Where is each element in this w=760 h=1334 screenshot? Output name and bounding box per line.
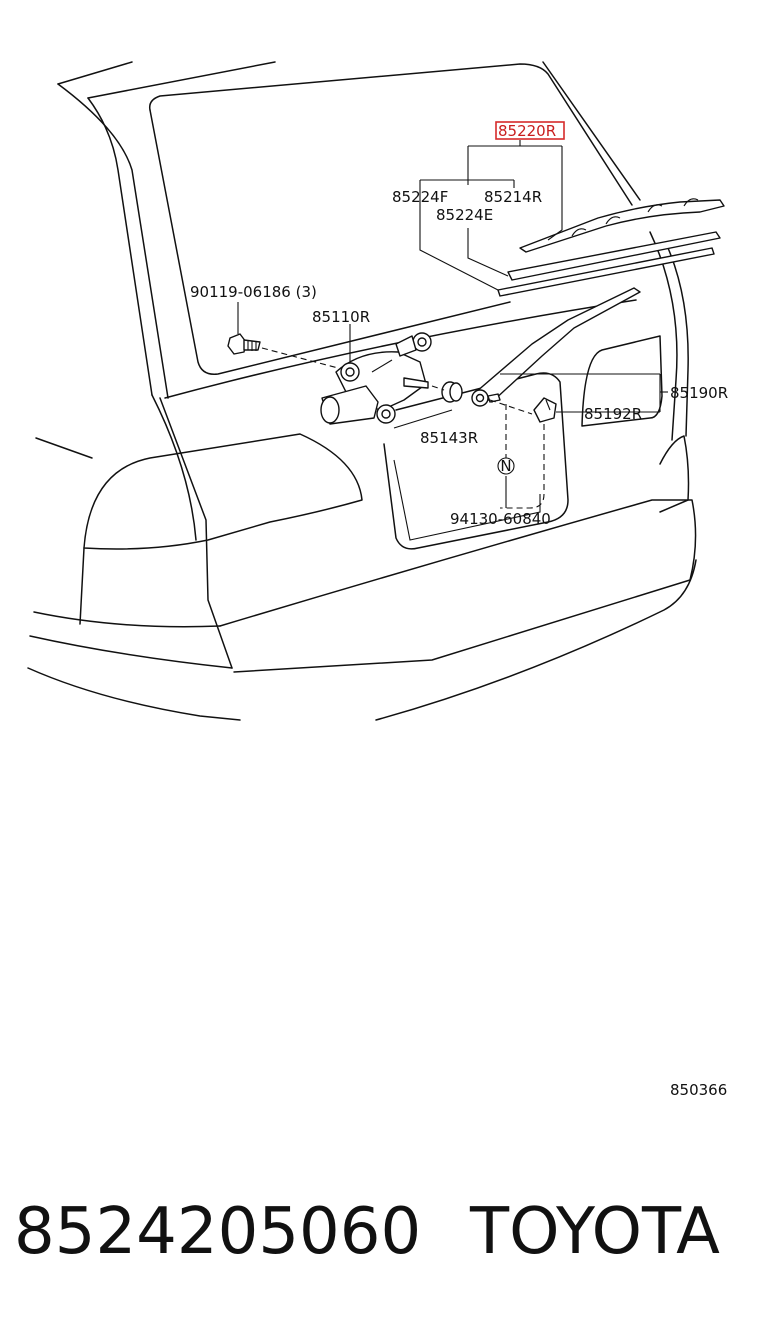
note-symbol-n: N (497, 457, 515, 475)
wiper-motor[interactable] (320, 332, 432, 425)
callout-lines (237, 140, 668, 509)
highlight-box (495, 121, 565, 140)
arm-head-cap[interactable] (533, 397, 557, 423)
note-symbol-label: N (500, 457, 511, 475)
mounting-bolt[interactable] (227, 333, 261, 355)
label-85214R[interactable]: 85214R (484, 188, 542, 206)
label-85143R[interactable]: 85143R (420, 429, 478, 447)
figure-number: 850366 (670, 1081, 727, 1099)
parts-diagram: N 85220R 85224F 85214R 85224E 90119-0618… (27, 61, 728, 1099)
label-94130-60840[interactable]: 94130-60840 (450, 510, 551, 528)
label-90119-06186[interactable]: 90119-06186 (3) (190, 283, 317, 301)
label-85192R[interactable]: 85192R (584, 405, 642, 423)
label-85110R[interactable]: 85110R (312, 308, 370, 326)
part-number-caption: 8524205060 (14, 1195, 422, 1269)
brand-caption: TOYOTA (470, 1195, 720, 1269)
label-85224F[interactable]: 85224F (392, 188, 448, 206)
grommet[interactable] (441, 381, 463, 403)
vehicle-outline (27, 61, 697, 721)
label-85224E[interactable]: 85224E (436, 206, 493, 224)
label-85220R[interactable]: 85220R (498, 122, 556, 140)
wiper-blade-assembly[interactable] (497, 198, 725, 297)
label-85190R[interactable]: 85190R (670, 384, 728, 402)
